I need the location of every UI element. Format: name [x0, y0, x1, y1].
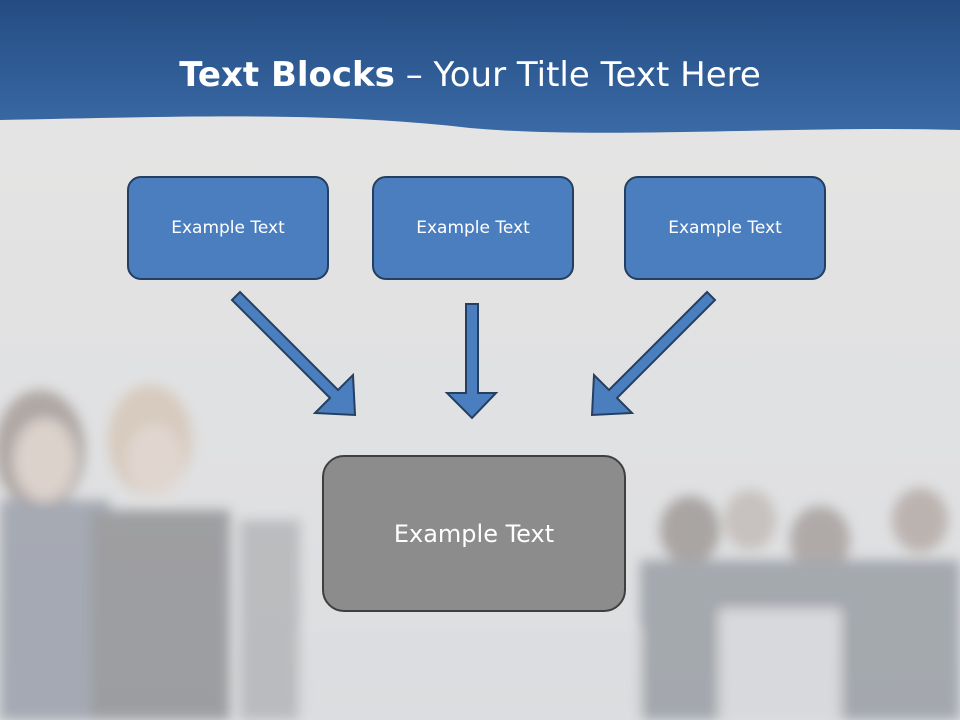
result-block[interactable]: Example Text [322, 455, 626, 612]
text-block-3-label: Example Text [668, 218, 782, 238]
text-block-3[interactable]: Example Text [624, 176, 826, 280]
arrow-down-icon [444, 303, 499, 420]
result-block-label: Example Text [393, 519, 555, 548]
text-block-2[interactable]: Example Text [372, 176, 574, 280]
title-bold: Text Blocks [179, 55, 395, 95]
title-rest: – Your Title Text Here [394, 55, 761, 95]
text-block-2-label: Example Text [416, 218, 530, 238]
audience-photo [0, 385, 960, 720]
arrow-down-right-icon [230, 290, 357, 417]
header-band [0, 0, 960, 133]
text-block-1[interactable]: Example Text [127, 176, 329, 280]
text-block-1-label: Example Text [171, 218, 285, 238]
arrow-down-left-icon [590, 290, 717, 417]
page-title: Text Blocks – Your Title Text Here [0, 52, 940, 98]
